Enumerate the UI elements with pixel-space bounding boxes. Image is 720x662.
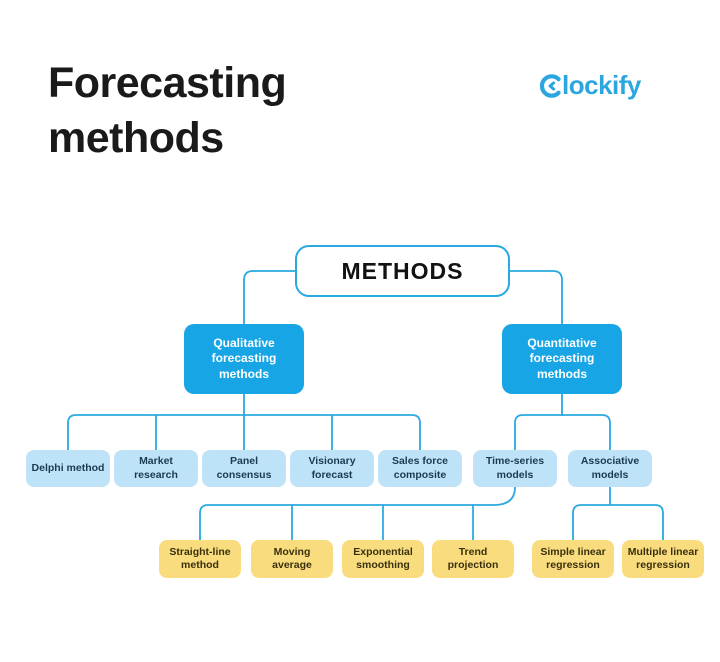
node-methods: METHODS — [295, 245, 510, 297]
node-sales-force-composite: Sales force composite — [378, 450, 462, 487]
node-time-series-models: Time-series models — [473, 450, 557, 487]
connector-timeseries-rail — [199, 486, 516, 540]
node-moving-average: Moving average — [251, 540, 333, 578]
page-title-line2: methods — [48, 114, 224, 163]
clockify-logo-text: lockify — [562, 70, 641, 100]
node-simple-linear-regression: Simple linear regression — [532, 540, 614, 578]
connector-methods-to-qualitative — [243, 270, 295, 324]
node-associative-models: Associative models — [568, 450, 652, 487]
page-title-line1: Forecasting — [48, 59, 287, 107]
node-quantitative-forecasting-methods: Quantitative forecasting methods — [502, 324, 622, 394]
node-multiple-linear-regression: Multiple linear regression — [622, 540, 704, 578]
clockify-logo: lockify — [537, 70, 641, 101]
node-qualitative-forecasting-methods: Qualitative forecasting methods — [184, 324, 304, 394]
node-straight-line-method: Straight-line method — [159, 540, 241, 578]
node-delphi-method: Delphi method — [26, 450, 110, 487]
connector-qualitative-rail — [67, 414, 421, 450]
connector-quantitative-rail — [514, 414, 611, 450]
clockify-logo-icon — [537, 72, 565, 100]
node-panel-consensus: Panel consensus — [202, 450, 286, 487]
node-market-research: Market research — [114, 450, 198, 487]
connector-associative-rail — [572, 504, 664, 540]
connector-methods-to-quantitative — [510, 270, 563, 324]
node-trend-projection: Trend projection — [432, 540, 514, 578]
node-exponential-smoothing: Exponential smoothing — [342, 540, 424, 578]
node-visionary-forecast: Visionary forecast — [290, 450, 374, 487]
page-title: Forecasting methods — [48, 56, 287, 166]
